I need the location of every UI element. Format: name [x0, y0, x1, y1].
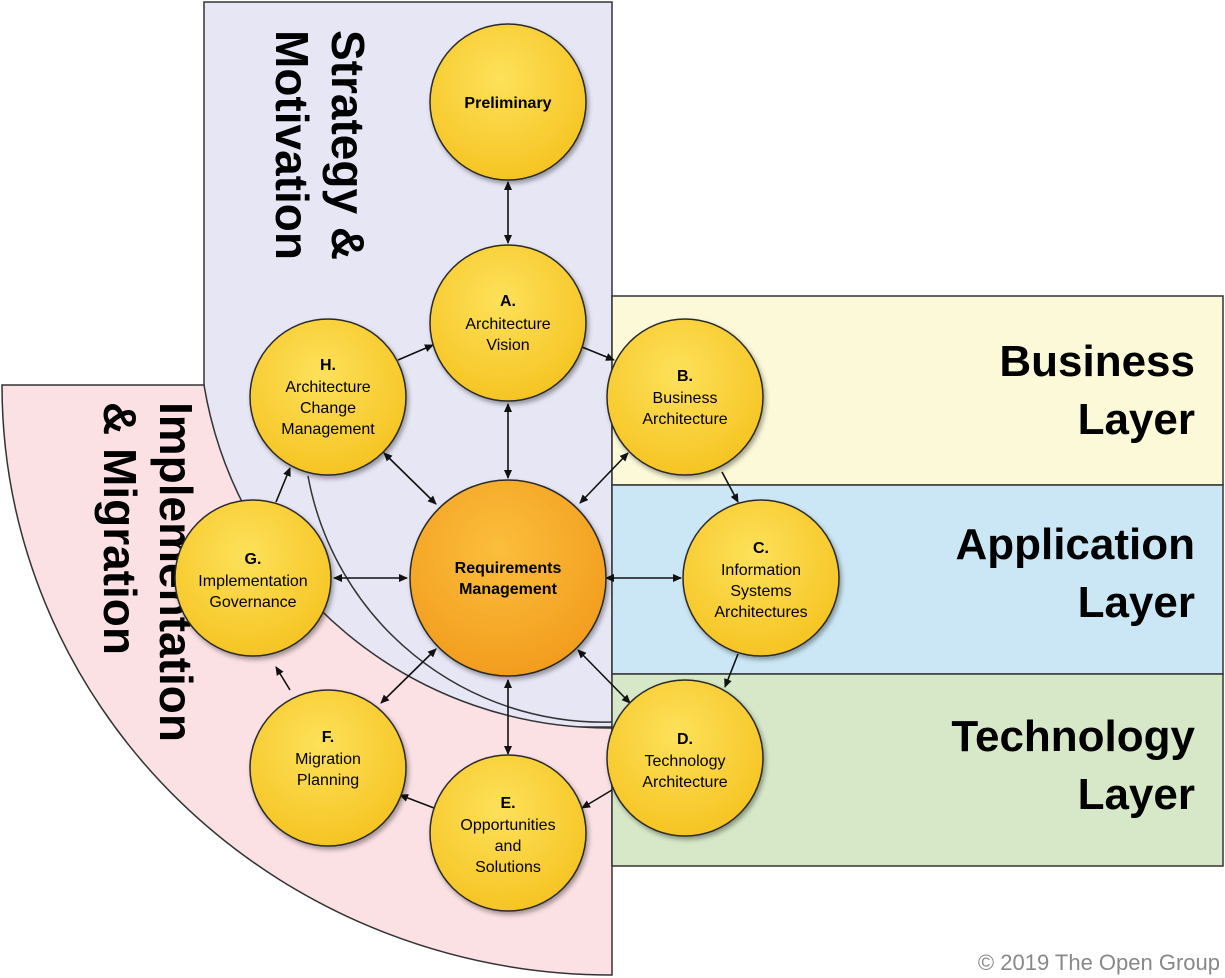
node-b-business-architecture: B. Business Architecture — [606, 318, 764, 476]
strategy-title-line1: Strategy & — [322, 30, 374, 260]
implementation-title-line2: & Migration — [94, 402, 146, 655]
node-b-line2: Architecture — [642, 411, 727, 428]
node-c-information-systems-architectures: C. Information Systems Architectures — [682, 499, 840, 657]
node-c-line1: Information — [721, 562, 801, 579]
node-preliminary: Preliminary — [429, 23, 587, 181]
node-a-line1: Architecture — [465, 316, 550, 333]
arrow-b-requirements — [579, 452, 629, 504]
node-a-line2: Vision — [486, 337, 529, 354]
arrow-f-g — [275, 666, 291, 691]
arrow-g-h — [275, 467, 291, 503]
node-e-line2: and — [495, 838, 522, 855]
application-title-line1: Application — [955, 520, 1195, 569]
technology-title-line2: Layer — [1078, 770, 1195, 819]
node-e-opportunities-and-solutions: E. Opportunities and Solutions — [429, 754, 587, 912]
arrow-c-d — [724, 653, 739, 688]
node-f-line1: Migration — [295, 751, 361, 768]
node-preliminary-title: Preliminary — [464, 95, 551, 112]
arrow-a-b — [581, 346, 615, 361]
node-d-line1: Technology — [645, 753, 726, 770]
arrow-d-requirements — [577, 649, 631, 704]
node-h-letter: H. — [320, 357, 336, 374]
node-h-architecture-change-management: H. Architecture Change Management — [249, 318, 407, 476]
node-d-line2: Architecture — [642, 774, 727, 791]
arrow-h-a — [397, 344, 434, 361]
node-d-letter: D. — [677, 731, 693, 748]
node-a-architecture-vision: A. Architecture Vision — [429, 244, 587, 402]
node-h-line3: Management — [281, 421, 375, 438]
node-b-letter: B. — [677, 368, 693, 385]
arrow-b-c — [721, 471, 739, 503]
strategy-title-line2: Motivation — [266, 30, 318, 260]
business-title-line1: Business — [999, 337, 1195, 386]
arrow-f-requirements — [380, 648, 437, 704]
node-g-line1: Implementation — [198, 573, 307, 590]
node-a-letter: A. — [500, 293, 516, 310]
arrow-e-f — [399, 794, 435, 809]
node-e-line3: Solutions — [475, 859, 541, 876]
node-h-line2: Change — [300, 400, 356, 417]
node-g-letter: G. — [245, 551, 262, 568]
arrow-d-e — [581, 789, 613, 809]
node-d-technology-architecture: D. Technology Architecture — [606, 679, 764, 837]
node-requirements-management: Requirements Management — [409, 479, 607, 677]
application-title-line2: Layer — [1078, 578, 1195, 627]
technology-title-line1: Technology — [951, 712, 1195, 761]
arrow-h-requirements — [383, 452, 437, 505]
node-c-line3: Architectures — [714, 604, 807, 621]
node-requirements-line2: Management — [459, 581, 557, 598]
copyright-notice: © 2019 The Open Group — [978, 950, 1220, 975]
node-b-line1: Business — [653, 390, 718, 407]
node-c-line2: Systems — [730, 583, 791, 600]
node-h-line1: Architecture — [285, 379, 370, 396]
node-e-line1: Opportunities — [460, 817, 555, 834]
node-e-letter: E. — [500, 795, 515, 812]
business-title-line2: Layer — [1078, 395, 1195, 444]
node-g-implementation-governance: G. Implementation Governance — [174, 499, 332, 657]
node-requirements-line1: Requirements — [455, 560, 562, 577]
node-f-letter: F. — [322, 729, 334, 746]
node-c-letter: C. — [753, 540, 769, 557]
node-g-line2: Governance — [209, 594, 296, 611]
node-f-migration-planning: F. Migration Planning — [249, 689, 407, 847]
node-f-line2: Planning — [297, 772, 359, 789]
